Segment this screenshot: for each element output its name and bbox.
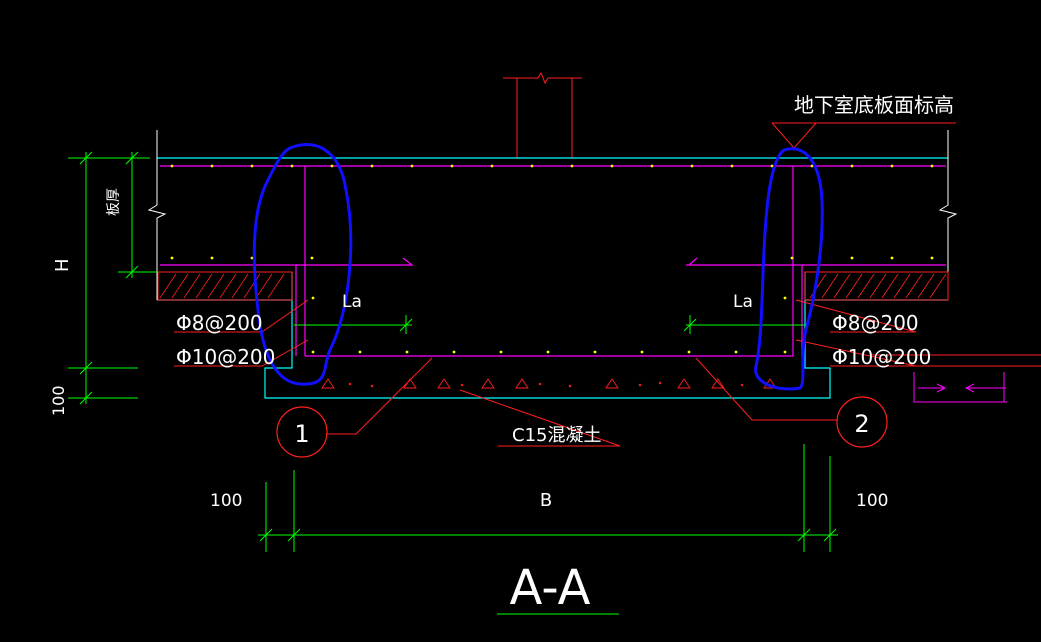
slab-thickness-label: 板厚 [106, 188, 122, 216]
slab-elevation-label: 地下室底板面标高 [794, 93, 954, 117]
rebar-left-bottom-label: Φ10@200 [176, 345, 275, 369]
concrete-pattern [321, 378, 777, 389]
hatch-right [804, 271, 949, 301]
dim-right-label: 100 [856, 491, 888, 511]
dim-left-label: 100 [210, 491, 242, 511]
concrete-label: C15混凝土 [512, 425, 601, 446]
rebar-lines [160, 165, 946, 357]
slab-outline [157, 157, 948, 399]
callout-circle-2 [836, 396, 888, 448]
highlight-right [754, 147, 824, 391]
dim-vertical-label: 100 [49, 385, 68, 416]
rebar-dots [170, 164, 934, 354]
column-stub [503, 71, 582, 158]
anchor-right-label: La [733, 292, 753, 312]
dim-width-label: B [540, 490, 552, 511]
height-label: H [52, 258, 73, 272]
callout-2-label: 2 [854, 410, 869, 438]
hatch-left [157, 271, 293, 301]
dimension-lines [68, 151, 838, 615]
rebar-left-top-label: Φ8@200 [176, 311, 263, 335]
section-title: A-A [510, 560, 591, 616]
highlight-left [252, 143, 353, 386]
rebar-right-top-label: Φ8@200 [832, 311, 919, 335]
rebar-right-bottom-label: Φ10@200 [832, 345, 931, 369]
callout-circle-1 [276, 406, 328, 458]
leader-lines [174, 122, 1041, 447]
callout-1-label: 1 [294, 420, 309, 448]
anchor-left-label: La [342, 292, 362, 312]
slab-break-lines [147, 130, 958, 300]
side-symbols [913, 372, 1007, 403]
